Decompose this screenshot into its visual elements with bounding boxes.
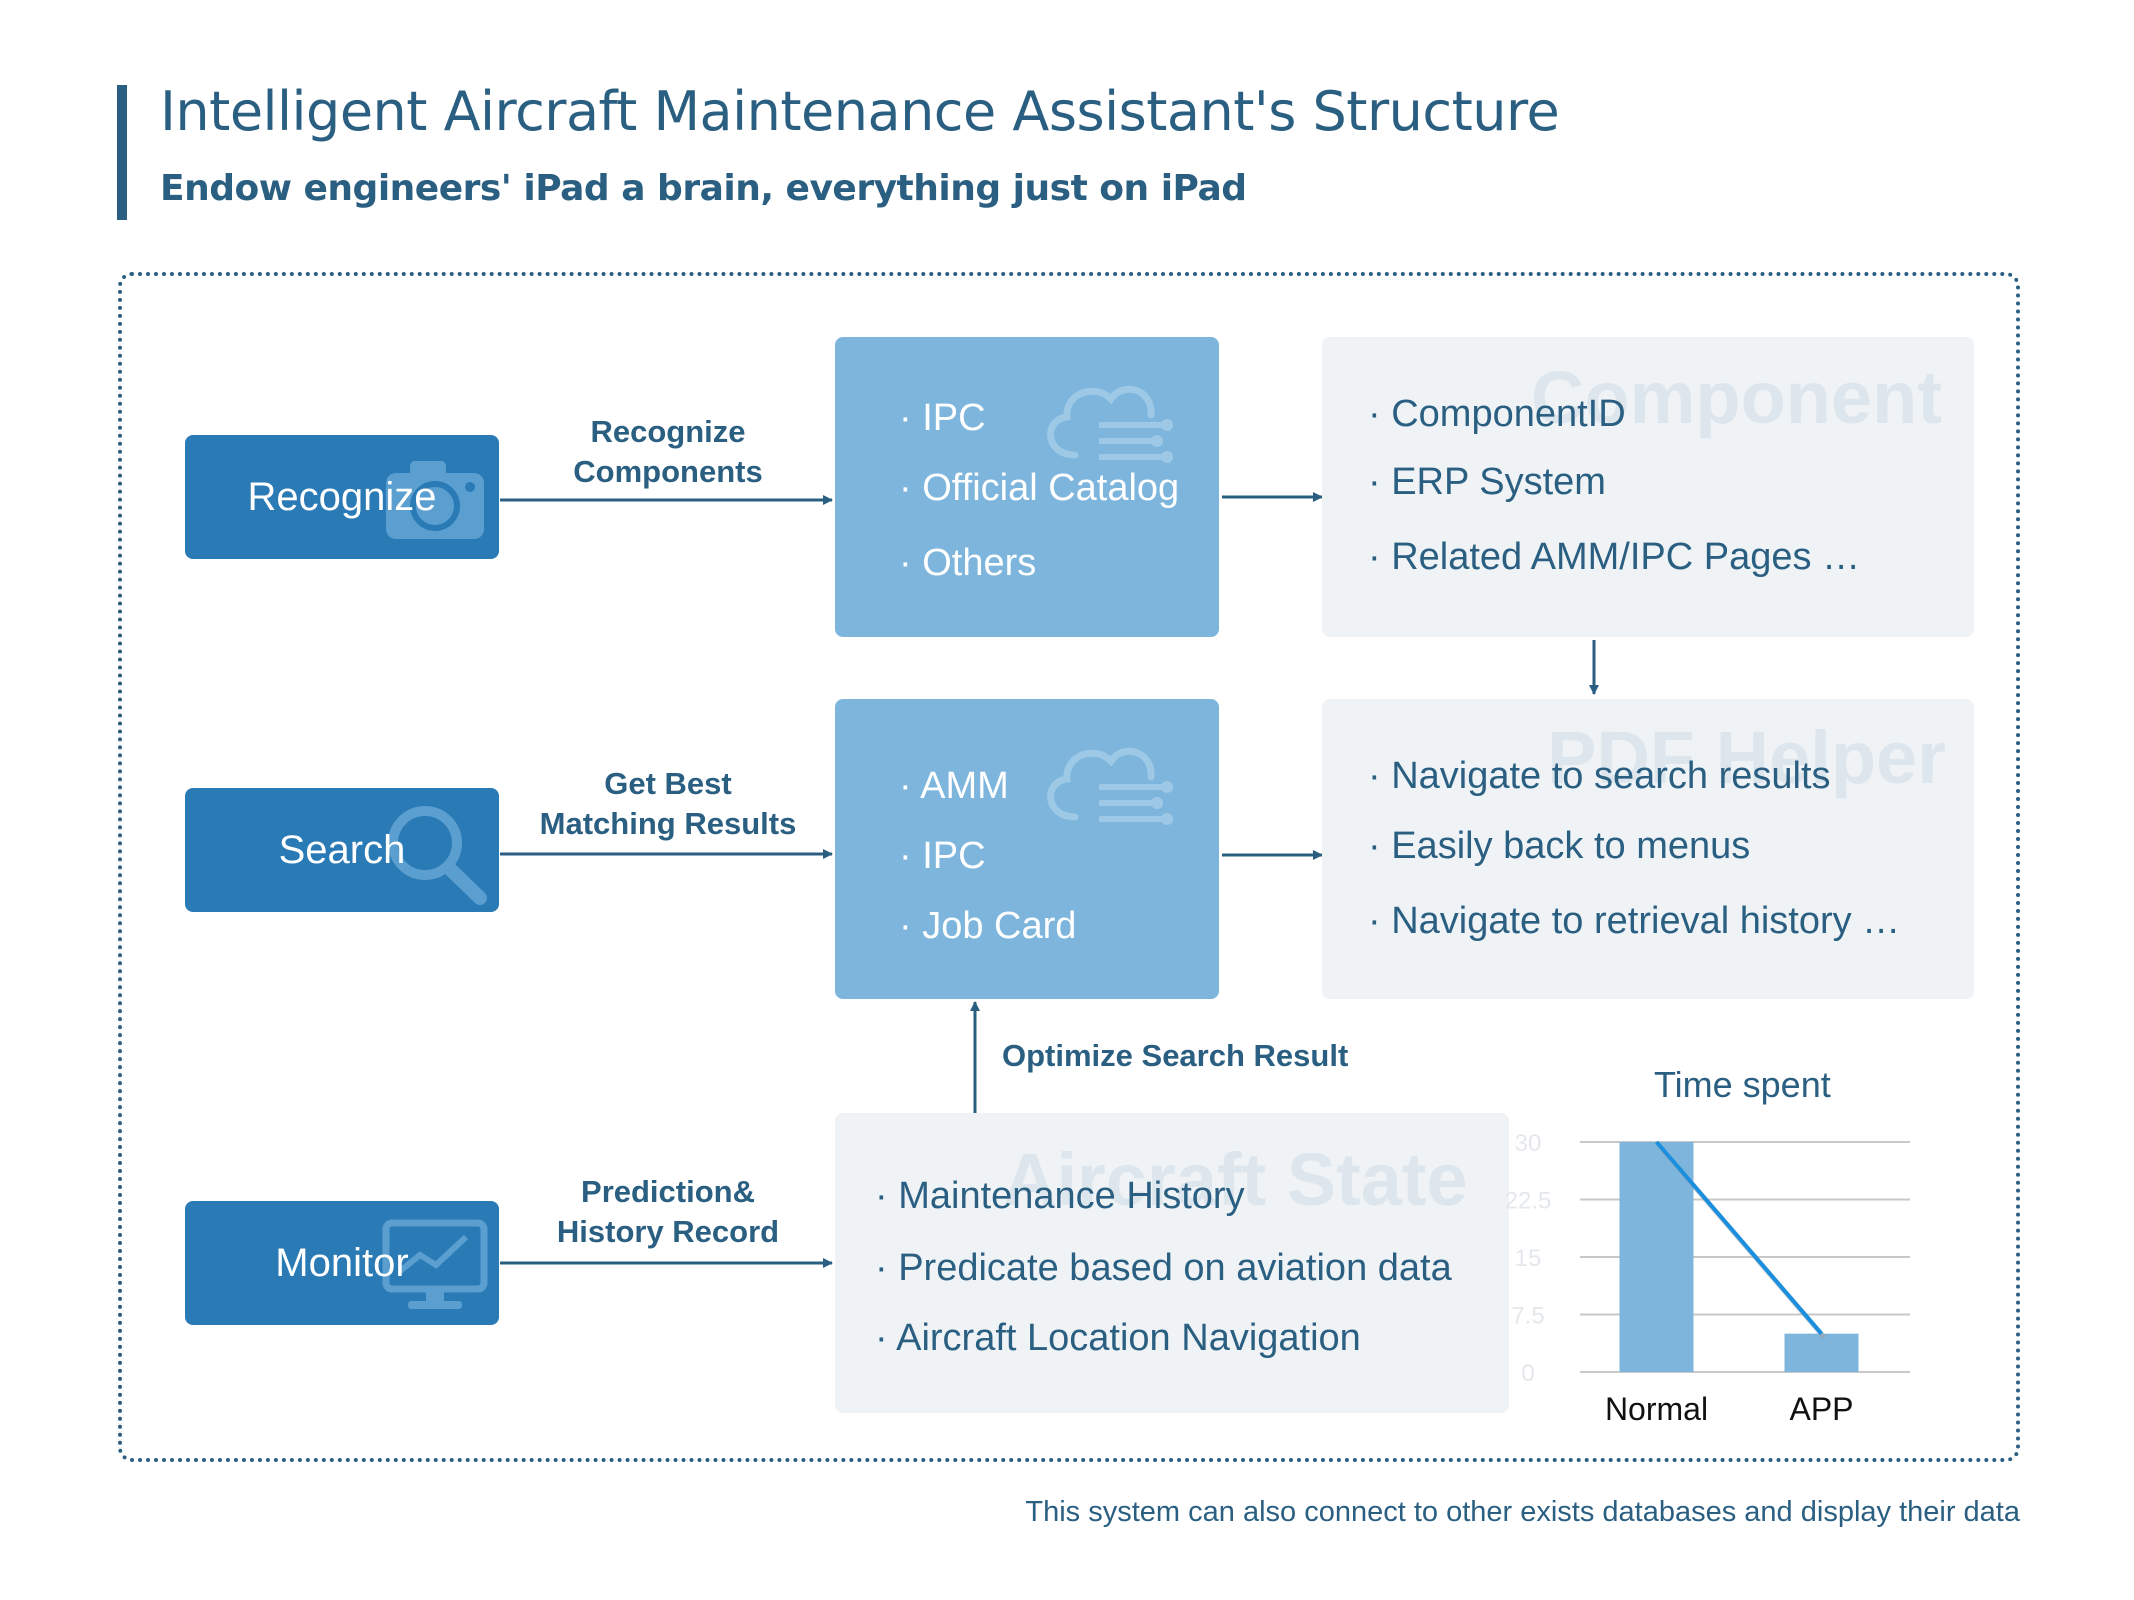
page-title: Intelligent Aircraft Maintenance Assista… bbox=[160, 80, 1560, 143]
search-label: Search bbox=[278, 827, 406, 872]
monitor-icon bbox=[382, 1219, 488, 1309]
chart-title: Time spent bbox=[1654, 1064, 1831, 1105]
y-tick-label: 30 bbox=[1515, 1130, 1542, 1157]
recognize-button[interactable]: Recognize bbox=[185, 435, 499, 559]
edge-label-optimize: Optimize Search Result bbox=[1002, 1038, 1349, 1073]
y-tick-label: 7.5 bbox=[1511, 1303, 1544, 1330]
recognize-data-hub: · IPC · Official Catalog · Others bbox=[835, 337, 1219, 637]
panel-item: · Maintenance History bbox=[875, 1175, 1245, 1217]
edge-label-monitor: Prediction&History Record bbox=[556, 1174, 780, 1249]
trend-line bbox=[1654, 1140, 1824, 1335]
search-button[interactable]: Search bbox=[185, 788, 499, 912]
hub-item: · AMM bbox=[899, 765, 1009, 807]
y-tick-label: 0 bbox=[1521, 1360, 1534, 1387]
search-icon bbox=[388, 806, 487, 905]
bar bbox=[1619, 1142, 1694, 1372]
diagram-frame bbox=[118, 272, 2020, 1462]
panel-item: · Predicate based on aviation data bbox=[875, 1247, 1452, 1289]
y-tick-label: 22.5 bbox=[1505, 1188, 1552, 1215]
component-panel: Component · ComponentID · ERP System · R… bbox=[1322, 337, 1974, 637]
pdf-helper-panel: PDF Helper · Navigate to search results … bbox=[1322, 699, 1974, 999]
bar bbox=[1784, 1333, 1859, 1372]
panel-item: · Aircraft Location Navigation bbox=[875, 1317, 1361, 1359]
panel-item: · Navigate to retrieval history … bbox=[1368, 900, 1901, 942]
panel-watermark: PDF Helper bbox=[1547, 716, 1946, 799]
camera-icon bbox=[386, 461, 484, 539]
hub-item: · Job Card bbox=[899, 905, 1077, 947]
page-subtitle: Endow engineers' iPad a brain, everythin… bbox=[160, 168, 1247, 209]
hub-item: · Official Catalog bbox=[899, 467, 1180, 509]
hub-item: · IPC bbox=[899, 397, 986, 439]
panel-item: · ERP System bbox=[1368, 461, 1606, 503]
x-tick-label: APP bbox=[1789, 1391, 1853, 1427]
panel-item: · Related AMM/IPC Pages … bbox=[1368, 536, 1861, 578]
search-data-hub: · AMM · IPC · Job Card bbox=[835, 699, 1219, 999]
x-tick-label: Normal bbox=[1605, 1391, 1708, 1427]
panel-watermark: Component bbox=[1530, 356, 1942, 439]
recognize-label: Recognize bbox=[247, 474, 437, 519]
panel-item: · Navigate to search results bbox=[1368, 755, 1831, 797]
panel-item: · Easily back to menus bbox=[1368, 825, 1751, 867]
aircraft-state-panel: Aircraft State · Maintenance History · P… bbox=[835, 1113, 1509, 1413]
hub-item: · Others bbox=[899, 542, 1037, 584]
title-accent-bar bbox=[117, 85, 127, 220]
hub-item: · IPC bbox=[899, 835, 986, 877]
panel-watermark: Aircraft State bbox=[1003, 1138, 1468, 1221]
panel-item: · ComponentID bbox=[1368, 393, 1626, 435]
cloud-network-icon bbox=[1047, 385, 1173, 463]
cloud-network-icon bbox=[1047, 747, 1173, 825]
monitor-label: Monitor bbox=[275, 1240, 409, 1285]
y-tick-label: 15 bbox=[1515, 1245, 1542, 1272]
footer-note: This system can also connect to other ex… bbox=[1025, 1496, 2020, 1528]
monitor-button[interactable]: Monitor bbox=[185, 1201, 499, 1325]
